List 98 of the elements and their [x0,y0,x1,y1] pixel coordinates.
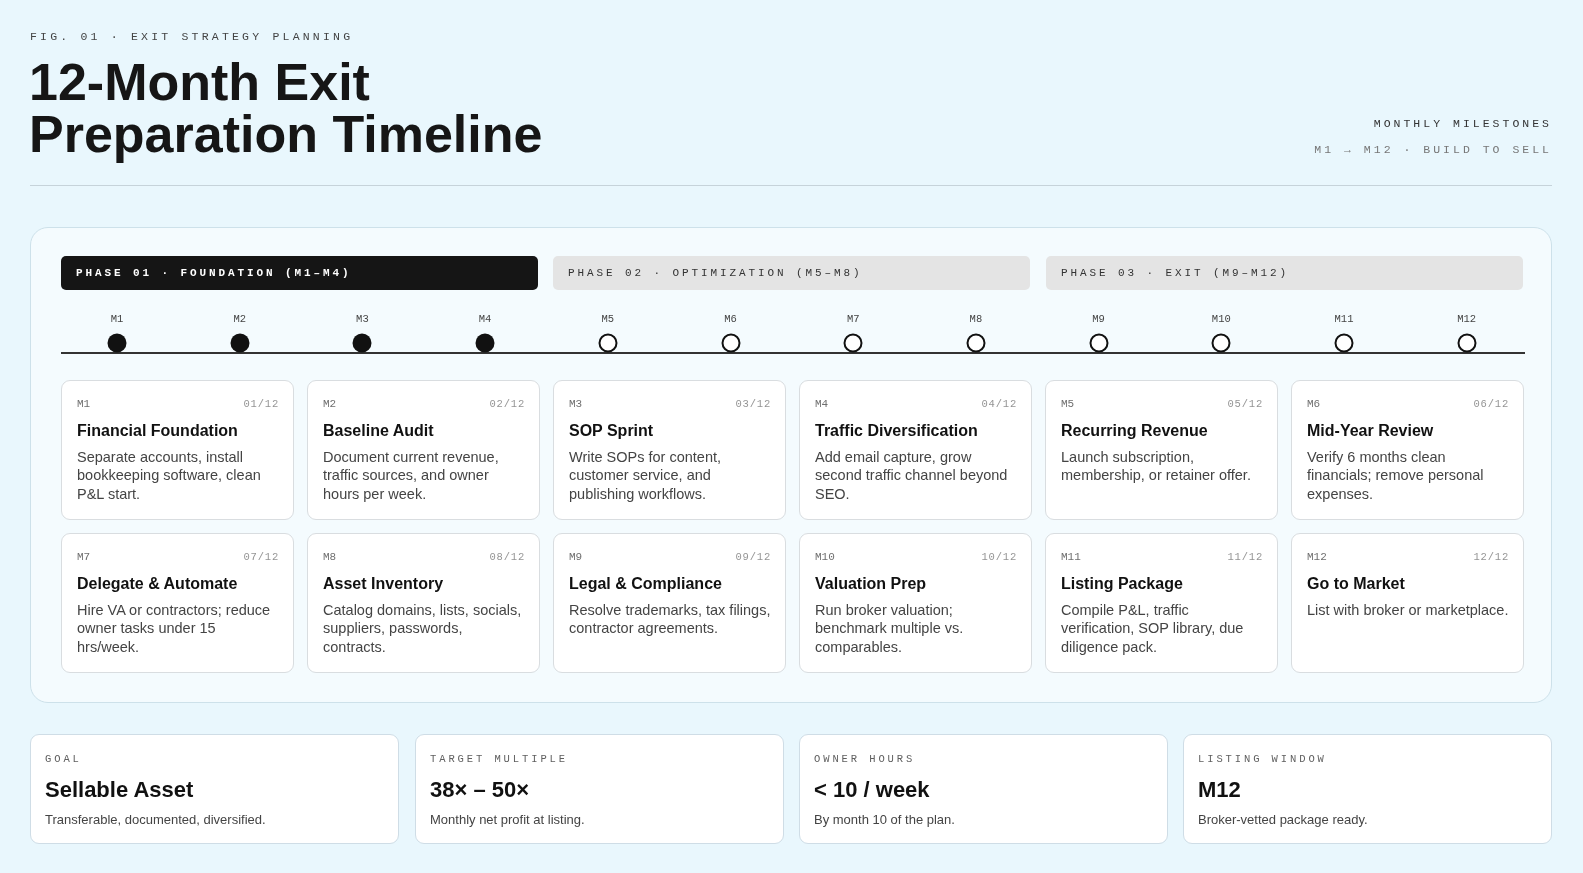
stat-label: OWNER HOURS [814,752,916,766]
milestone-label: M4 [477,312,493,326]
milestone-label: M3 [355,312,370,326]
step-counter: 02/12 [489,397,525,411]
stat-note: Broker-vetted package ready. [1198,812,1368,828]
milestone-card [307,380,540,520]
step-counter: 01/12 [243,397,279,411]
milestone-label: M9 [1091,312,1106,326]
month-tag: M10 [815,550,835,564]
month-tag: M2 [323,397,337,411]
stat-card [799,734,1168,844]
step-counter: 05/12 [1227,397,1263,411]
milestone-card [61,380,294,520]
card-title: Baseline Audit [323,421,434,441]
milestone-card [1045,533,1278,673]
card-title: Go to Market [1307,574,1405,594]
timeline-panel [30,227,1552,703]
card-title: SOP Sprint [569,421,654,441]
card-title: Listing Package [1061,574,1183,594]
stat-label: GOAL [45,752,82,766]
card-description: Separate accounts, install bookkeeping software, clean P&L start. [77,448,262,503]
step-counter: 08/12 [489,550,525,564]
milestone-label: M8 [968,312,984,326]
stat-label: TARGET MULTIPLE [430,752,568,766]
milestone-card [61,533,294,673]
month-tag: M8 [323,550,337,564]
step-counter: 03/12 [735,397,771,411]
stat-value: 38× – 50× [430,777,530,803]
card-title: Mid-Year Review [1307,421,1434,441]
card-title: Delegate & Automate [77,574,238,594]
card-title: Traffic Diversification [815,421,978,441]
figure-label: FIG. 01 · EXIT STRATEGY PLANNING [30,29,354,45]
stat-card [415,734,784,844]
step-counter: 12/12 [1473,550,1509,564]
step-counter: 11/12 [1227,550,1263,564]
month-tag: M9 [569,550,583,564]
stat-value: < 10 / week [814,777,930,803]
card-description: Write SOPs for content, customer service, and publishing workflows. [569,448,723,503]
phase-label: PHASE 01 · FOUNDATION (M1–M4) [76,266,352,280]
card-description: Catalog domains, lists, socials, suppliers, passwords, contracts. [323,601,523,656]
milestone-label: M2 [232,312,247,326]
month-tag: M11 [1061,550,1081,564]
card-description: Verify 6 months clean financials; remove personal expenses. [1307,448,1485,503]
milestone-label: M12 [1456,312,1478,326]
stat-note: By month 10 of the plan. [814,812,955,828]
phase-bar [1046,256,1523,290]
month-tag: M7 [77,550,91,564]
milestone-card [307,533,540,673]
phase-bar [61,256,538,290]
stat-value: Sellable Asset [45,777,194,803]
milestone-label: M10 [1210,312,1232,326]
phase-bar [553,256,1030,290]
stat-note: Transferable, documented, diversified. [45,812,266,828]
card-title: Recurring Revenue [1061,421,1208,441]
milestone-card [799,533,1032,673]
milestone-label: M11 [1333,312,1355,326]
step-counter: 09/12 [735,550,771,564]
card-title: Financial Foundation [77,421,238,441]
milestone-card [1291,380,1524,520]
card-title: Legal & Compliance [569,574,722,594]
card-description: List with broker or marketplace. [1307,601,1510,620]
stat-label: LISTING WINDOW [1198,752,1327,766]
stat-value: M12 [1198,777,1241,803]
header-note: M1 → M12 · BUILD TO SELL [1314,142,1552,158]
milestone-label: M1 [109,312,125,326]
stat-card [1183,734,1552,844]
step-counter: 10/12 [981,550,1017,564]
month-tag: M4 [815,397,829,411]
card-description: Compile P&L, traffic verification, SOP library, due diligence pack. [1061,601,1245,656]
step-counter: 07/12 [243,550,279,564]
card-description: Run broker valuation; benchmark multiple vs. comparables. [815,601,965,656]
month-tag: M12 [1307,550,1327,564]
phase-label: PHASE 03 · EXIT (M9–M12) [1061,266,1290,280]
month-tag: M3 [569,397,583,411]
milestone-label: M6 [723,312,738,326]
step-counter: 04/12 [981,397,1017,411]
card-description: Document current revenue, traffic sources, and owner hours per week. [323,448,500,503]
phase-label: PHASE 02 · OPTIMIZATION (M5–M8) [568,266,863,280]
card-description: Add email capture, grow second traffic channel beyond SEO. [815,448,1009,503]
milestone-card [1291,533,1524,673]
milestone-card [553,380,786,520]
header-note: MONTHLY MILESTONES [1373,116,1552,132]
month-tag: M1 [77,397,91,411]
month-tag: M6 [1307,397,1321,411]
milestone-card [553,533,786,673]
milestone-card [799,380,1032,520]
milestone-label: M5 [600,312,616,326]
month-tag: M5 [1061,397,1075,411]
card-description: Resolve trademarks, tax filings, contractor agreements. [569,601,772,638]
stat-card [30,734,399,844]
stat-note: Monthly net profit at listing. [430,812,585,828]
step-counter: 06/12 [1473,397,1509,411]
card-description: Hire VA or contractors; reduce owner tasks under 15 hrs/week. [77,601,272,656]
milestone-card [1045,380,1278,520]
milestone-label: M7 [845,312,861,326]
card-title: Valuation Prep [815,574,927,594]
card-title: Asset Inventory [323,574,444,594]
card-description: Launch subscription, membership, or retainer offer. [1061,448,1252,485]
